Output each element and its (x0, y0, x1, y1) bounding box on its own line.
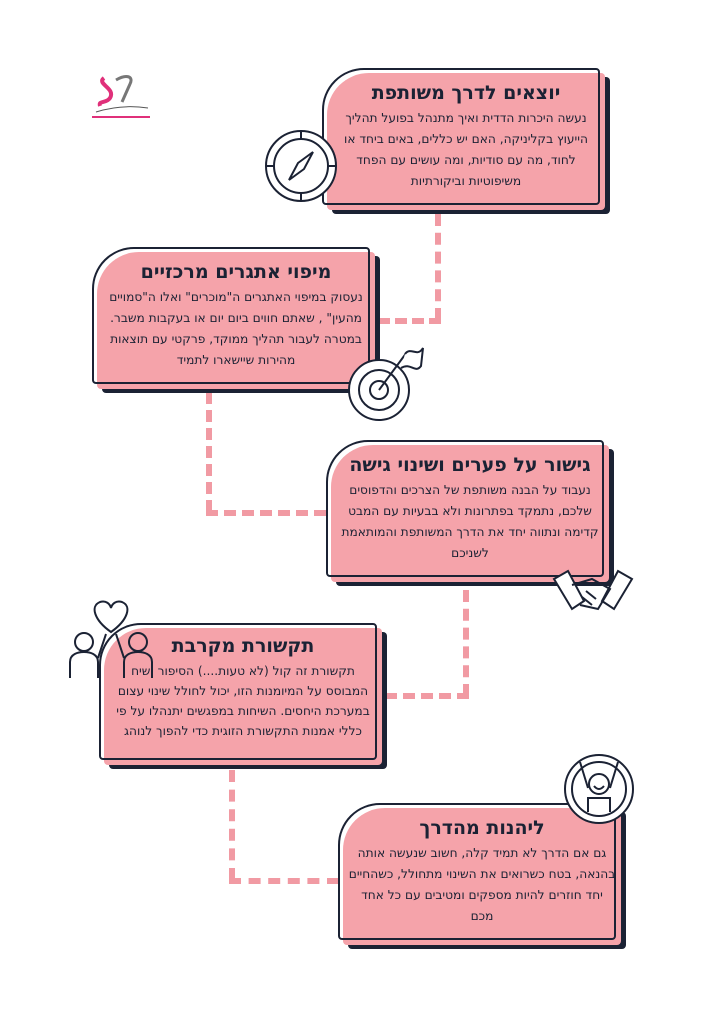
connector (378, 318, 441, 324)
step-card-2: מיפוי אתגרים מרכזיים נעסוק במיפוי האתגרים… (92, 247, 380, 393)
step-body: תקשורת זה קול (לא טעות....) הסיפור ושיח … (116, 664, 370, 738)
step-card-1: יוצאים לדרך משותפת נעשה היכרות הדדית ואיך… (322, 68, 610, 214)
target-flag-icon (348, 347, 424, 421)
step-body: נעשה היכרות הדדית ואיך מתנהל בפועל תהליך… (344, 111, 588, 188)
step-title: יוצאים לדרך משותפת (371, 82, 561, 104)
compass-icon (265, 130, 337, 202)
step-body: נעסוק במיפוי האתגרים ה"מוכרים" ואלו ה"סמ… (109, 290, 363, 367)
handshake-icon (552, 569, 634, 611)
step-body: נעבוד על הבנה משותפת של הצרכים והדפוסים … (341, 483, 599, 560)
step-body: גם אם הדרך לא תמיד קלה, חשוב שנעשה אותה … (348, 846, 616, 923)
couple-heart-icon (69, 600, 153, 678)
connector (435, 214, 441, 320)
step-card-4: תקשורת מקרבת תקשורת זה קול (לא טעות....) … (99, 623, 387, 769)
step-card-3: גישור על פערים ושינוי גישה נעבוד על הבנה … (326, 440, 614, 586)
connector (385, 693, 469, 699)
step-title: ליהנות מהדרך (419, 817, 545, 839)
logo (92, 75, 150, 118)
step-card-5: ליהנות מהדרך גם אם הדרך לא תמיד קלה, חשוב… (338, 803, 626, 949)
cheering-person-icon (564, 754, 634, 824)
step-title: גישור על פערים ושינוי גישה (349, 454, 591, 476)
connector (206, 510, 326, 516)
connector (463, 590, 469, 696)
step-title: מיפוי אתגרים מרכזיים (140, 261, 332, 283)
connector (206, 392, 212, 512)
connector (229, 878, 339, 884)
connector (229, 770, 235, 880)
step-title: תקשורת מקרבת (171, 635, 315, 657)
